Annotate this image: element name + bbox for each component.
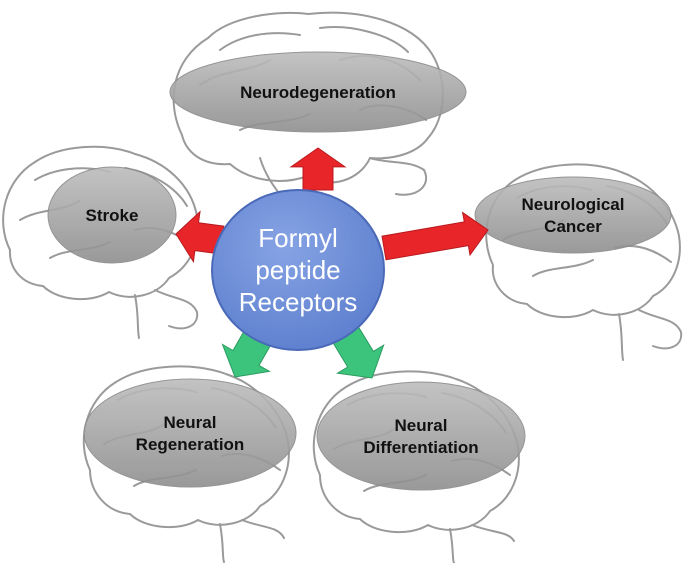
neural-regeneration-label-line: Regeneration [136,435,245,454]
center-label-line: Receptors [239,287,358,317]
center-label-line: peptide [255,255,340,285]
stroke-label-line: Stroke [86,206,139,225]
neurological-cancer-label-line: Neurological [522,195,625,214]
neural-differentiation-label-line: Differentiation [363,438,478,457]
stroke-bubble [47,166,177,264]
neurodegeneration-label: Neurodegeneration [240,83,396,102]
center-node [211,189,385,351]
neural-differentiation-label-line: Neural [395,416,448,435]
neurological-cancer-bubble [474,176,672,254]
neurodegeneration-arrow [289,147,347,191]
neurological-cancer-label-line: Cancer [544,217,602,236]
neural-regeneration-label-line: Neural [164,413,217,432]
neural-regeneration-bubble [83,378,297,488]
neurodegeneration-label-line: Neurodegeneration [240,83,396,102]
neural-differentiation-bubble [316,381,526,491]
center-label-line: Formyl [258,223,337,253]
stroke-label: Stroke [86,206,139,225]
neurodegeneration-bubble [169,51,467,133]
neurological-cancer-arrow [381,211,489,261]
